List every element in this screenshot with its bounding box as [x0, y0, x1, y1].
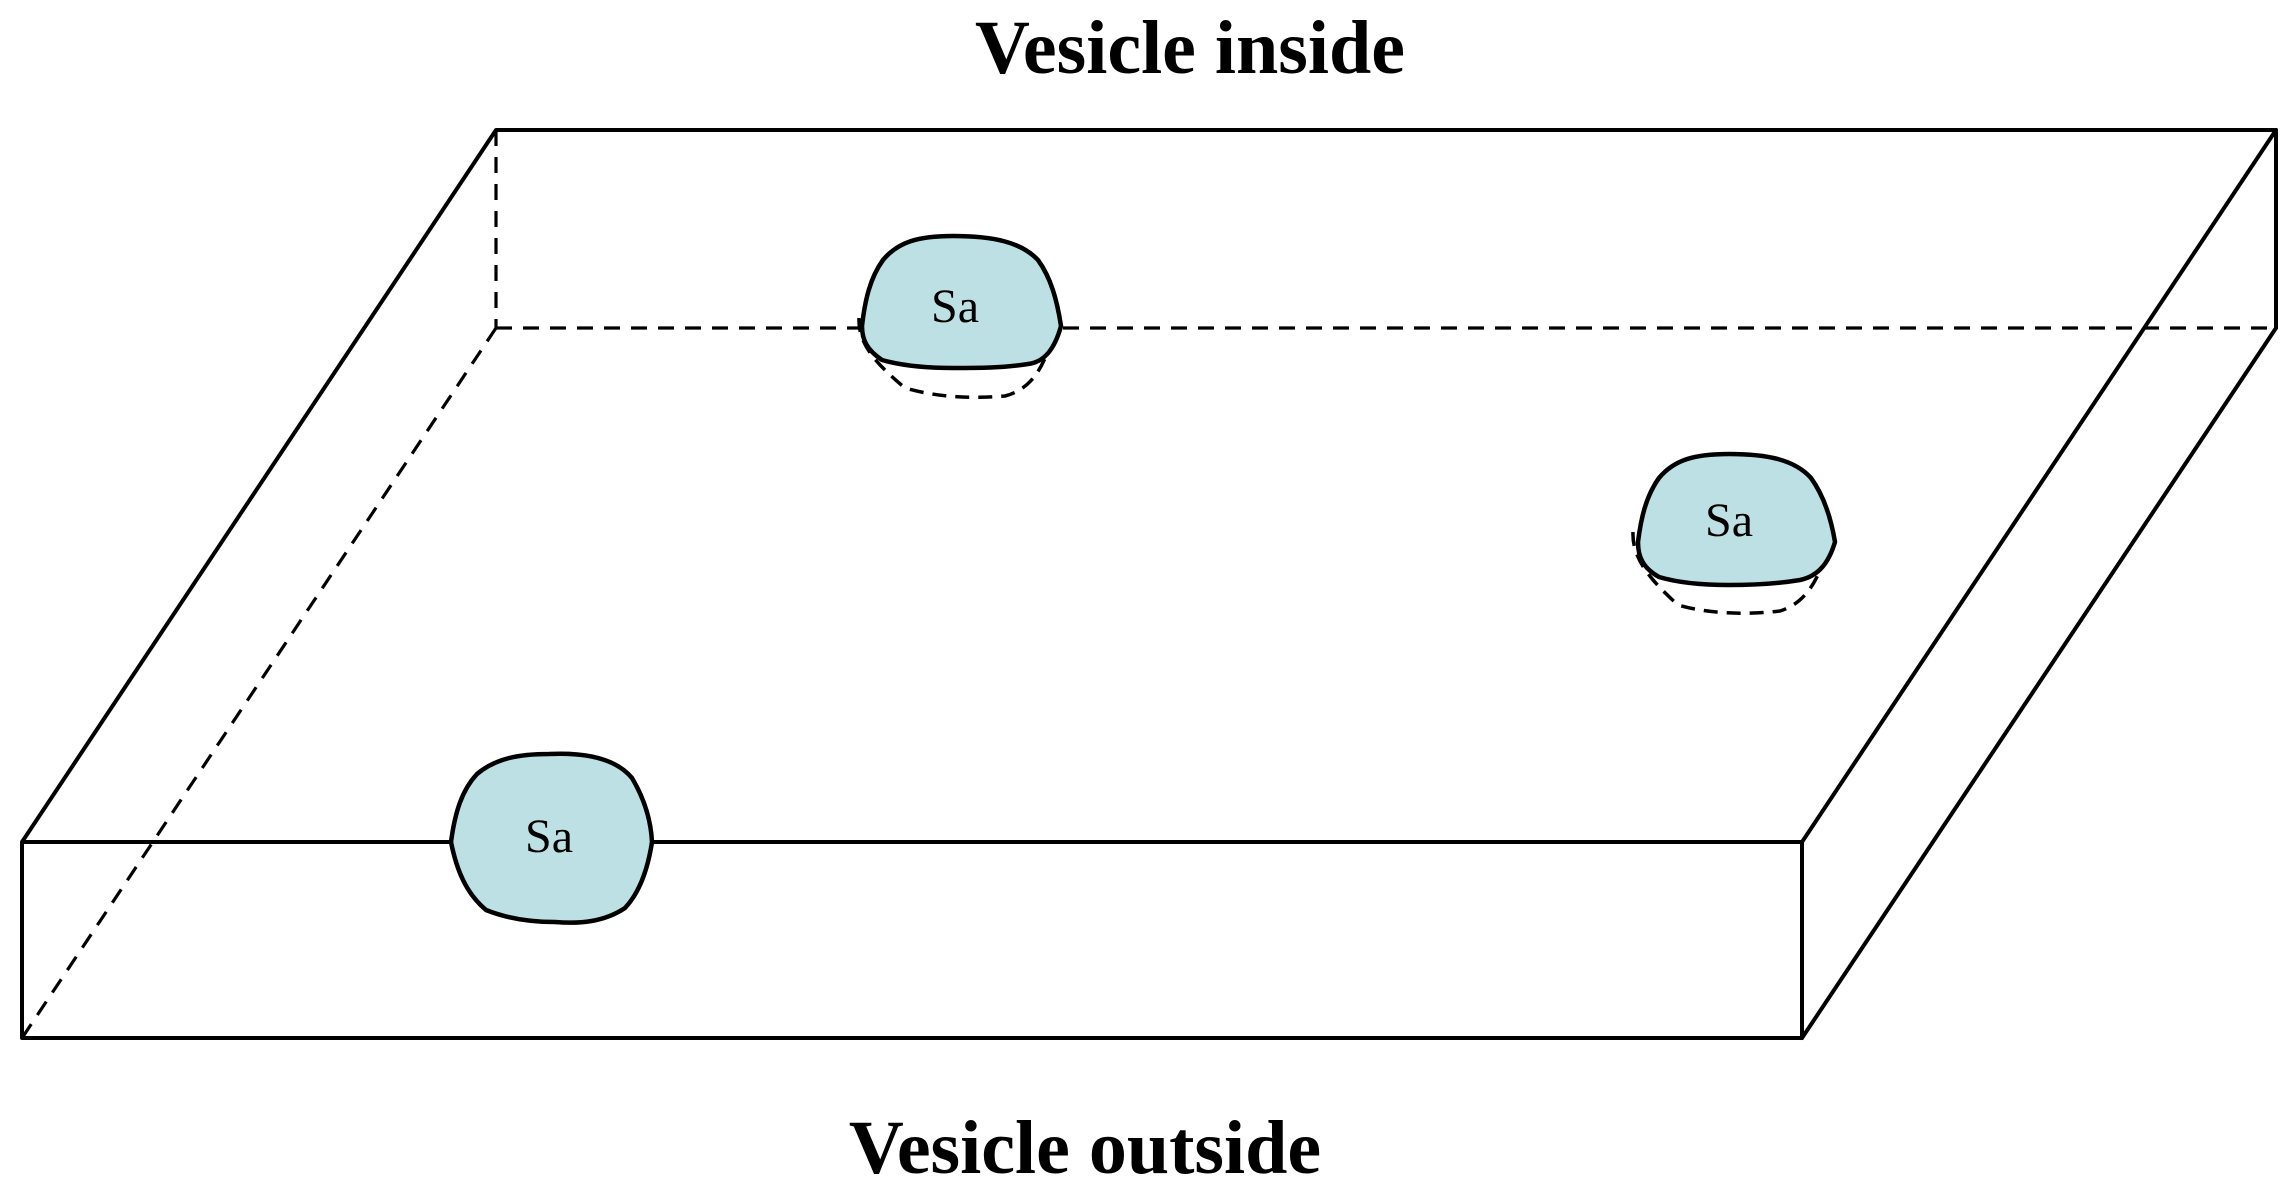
title-vesicle-inside: Vesicle inside [975, 6, 1405, 90]
particle-sa-1-body [859, 233, 1064, 371]
particle-sa-3: Sa [448, 751, 655, 925]
particle-sa-3-body [448, 751, 655, 925]
hidden-edges [20, 130, 2276, 1039]
particle-sa-2-body [1635, 451, 1838, 588]
particle-sa-3-label: Sa [525, 810, 573, 863]
hidden-left-bottom-edge [20, 327, 498, 1039]
particle-sa-1: Sa [857, 233, 1064, 400]
slab-front-face [20, 840, 1804, 1040]
slab-top-face [20, 128, 2278, 844]
membrane-slab [20, 128, 2278, 1040]
title-vesicle-outside: Vesicle outside [848, 1106, 1322, 1190]
particle-sa-1-label: Sa [931, 280, 979, 333]
particle-sa-2: Sa [1631, 451, 1838, 615]
slab-right-bottom-edge [1800, 326, 2278, 1040]
particle-sa-2-label: Sa [1705, 494, 1753, 547]
particle-sa-2-hidden-outline [1631, 531, 1835, 615]
